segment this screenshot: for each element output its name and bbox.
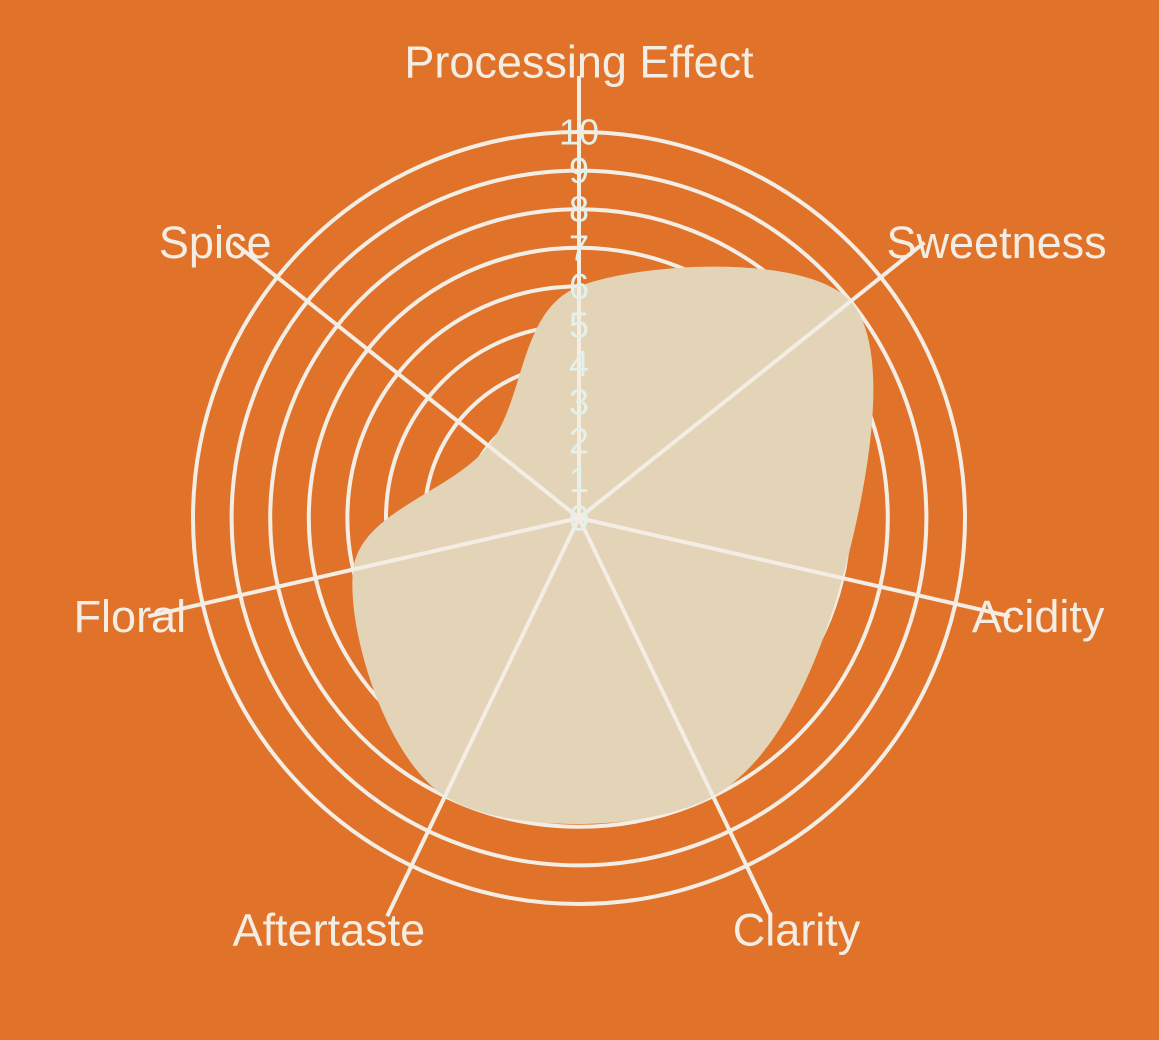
- axis-spoke-4: [385, 517, 581, 918]
- tick-label-10: 10: [559, 112, 599, 153]
- axis-label-floral: Floral: [74, 591, 187, 642]
- axis-label-sweetness: Sweetness: [887, 217, 1107, 268]
- axis-spoke-6: [232, 240, 581, 520]
- tick-label-9: 9: [569, 150, 589, 191]
- axis-label-aftertaste: Aftertaste: [233, 905, 426, 956]
- axis-label-processing-effect: Processing Effect: [404, 37, 754, 88]
- tick-label-6: 6: [569, 266, 589, 307]
- tick-label-3: 3: [569, 382, 589, 423]
- axis-spoke-2: [578, 516, 1011, 619]
- tick-label-5: 5: [569, 305, 589, 346]
- tick-label-4: 4: [569, 343, 589, 384]
- axis-spoke-1: [577, 240, 926, 520]
- tick-label-0: 0: [569, 498, 589, 539]
- axis-spoke-3: [577, 517, 773, 918]
- data-area: [352, 266, 874, 825]
- tick-label-1: 1: [569, 459, 589, 500]
- axis-spokes: [147, 76, 1011, 918]
- axis-label-spice: Spice: [159, 217, 272, 268]
- tick-label-2: 2: [569, 420, 589, 461]
- tick-label-8: 8: [569, 189, 589, 230]
- data-area-layer: [352, 266, 874, 825]
- tick-label-7: 7: [569, 227, 589, 268]
- axis-label-clarity: Clarity: [733, 905, 861, 956]
- axis-labels: Processing EffectSweetnessAcidityClarity…: [74, 37, 1107, 956]
- axis-label-acidity: Acidity: [972, 591, 1105, 642]
- axis-spoke-5: [147, 516, 580, 619]
